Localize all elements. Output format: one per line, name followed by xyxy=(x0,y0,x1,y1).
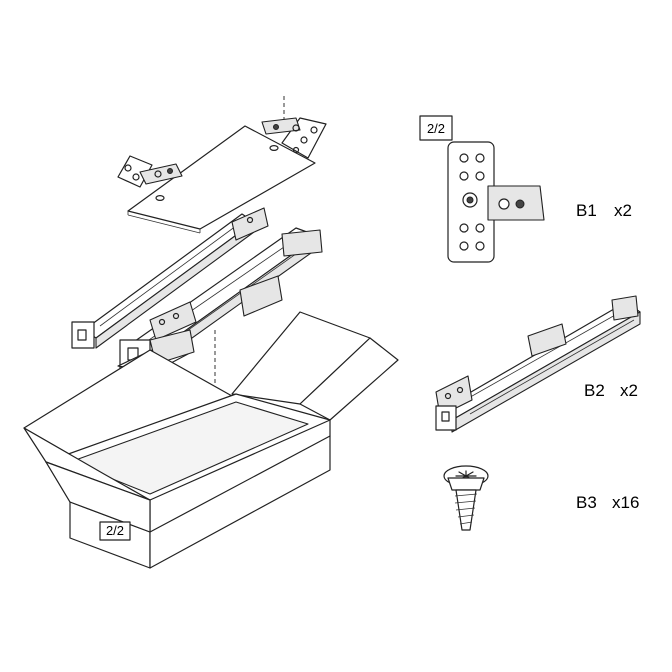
drawer-slide-icon xyxy=(435,295,641,433)
top-panel xyxy=(127,125,316,234)
part-b1: 2/2 B1 x2 xyxy=(419,115,632,263)
part-b2-code: B2 xyxy=(584,381,605,400)
part-b2-qty: x2 xyxy=(620,381,638,400)
box-tag-frame xyxy=(99,521,131,541)
box-tag-label: 2/2 xyxy=(106,523,124,538)
part-b1-tag: 2/2 xyxy=(427,121,445,136)
hinge-bracket-left xyxy=(117,155,183,188)
hinge-bracket-right xyxy=(261,117,327,159)
part-b2: B2 x2 xyxy=(435,295,641,433)
part-b3-qty: x16 xyxy=(612,493,639,512)
part-b1-tag-frame xyxy=(419,115,453,141)
screw-icon xyxy=(443,465,489,531)
drawer-rail-back xyxy=(71,207,269,349)
part-b3-code: B3 xyxy=(576,493,597,512)
part-b3: B3 x16 xyxy=(443,465,639,531)
exploded-assembly: 2/2 xyxy=(23,96,399,569)
part-b1-code: B1 xyxy=(576,201,597,220)
part-b1-qty: x2 xyxy=(614,201,632,220)
cardboard-box: 2/2 xyxy=(23,311,399,569)
hinge-bracket-icon xyxy=(447,141,545,263)
